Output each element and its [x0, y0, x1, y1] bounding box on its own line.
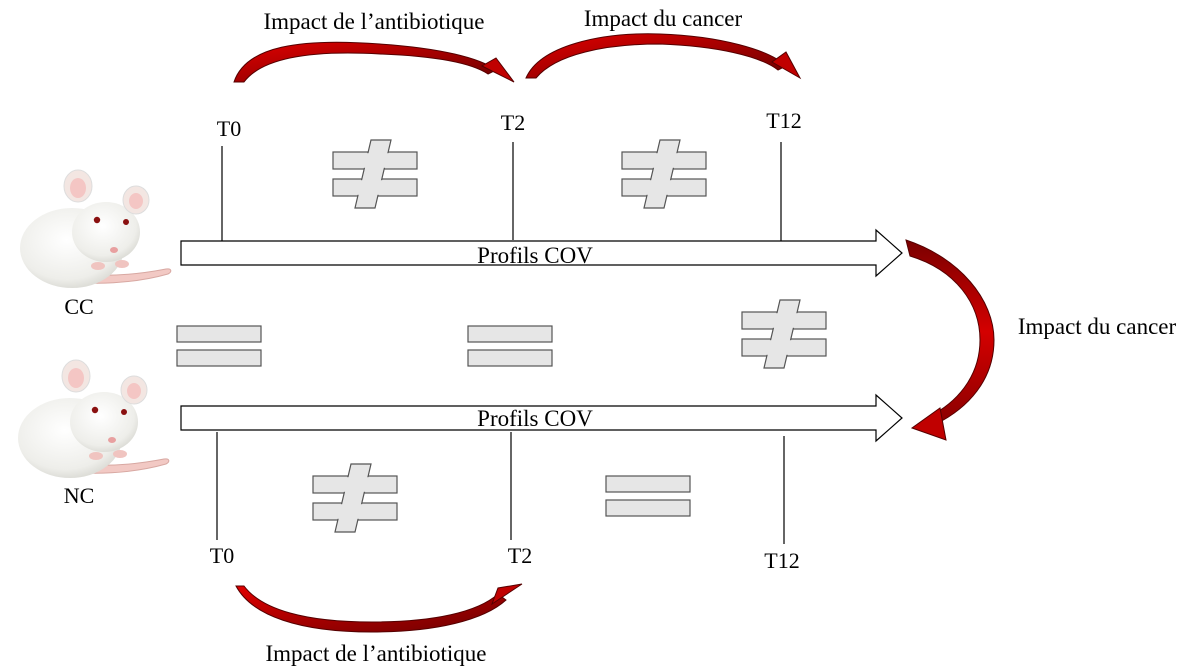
top-band-label: Profils COV — [477, 243, 593, 268]
sign-not-equal-top-1 — [332, 139, 418, 209]
top-arrow-antibiotic — [233, 41, 515, 83]
bottom-time-label-t2: T2 — [508, 543, 532, 568]
bottom-time-label-t12: T12 — [764, 548, 799, 573]
group-label-nc: NC — [64, 483, 95, 508]
top-band-arrow — [180, 228, 903, 278]
side-arrow-cancer — [905, 239, 995, 441]
top-time-label-t2: T2 — [501, 110, 525, 135]
sign-equal-middle-2 — [467, 325, 553, 367]
sign-equal-bottom — [605, 475, 691, 517]
sign-not-equal-middle — [741, 299, 827, 369]
bottom-arrow-antibiotic-label: Impact de l’antibiotique — [266, 641, 487, 666]
bottom-band-arrow — [180, 393, 903, 443]
side-arrow-label: Impact du cancer — [1018, 314, 1177, 339]
group-label-cc: CC — [64, 294, 93, 319]
mouse-icon-cc — [19, 169, 172, 289]
bottom-arrow-antibiotic — [235, 583, 523, 633]
mouse-icon-nc — [17, 359, 170, 479]
sign-equal-middle-1 — [176, 325, 262, 367]
sign-not-equal-bottom — [312, 463, 398, 533]
top-arrow-cancer — [525, 33, 802, 80]
bottom-band-label: Profils COV — [477, 406, 593, 431]
bottom-time-label-t0: T0 — [210, 543, 234, 568]
top-arrow-cancer-label: Impact du cancer — [584, 6, 743, 31]
top-time-label-t12: T12 — [766, 108, 801, 133]
top-arrow-antibiotic-label: Impact de l’antibiotique — [264, 9, 485, 34]
sign-not-equal-top-2 — [621, 139, 707, 209]
top-time-label-t0: T0 — [217, 116, 241, 141]
